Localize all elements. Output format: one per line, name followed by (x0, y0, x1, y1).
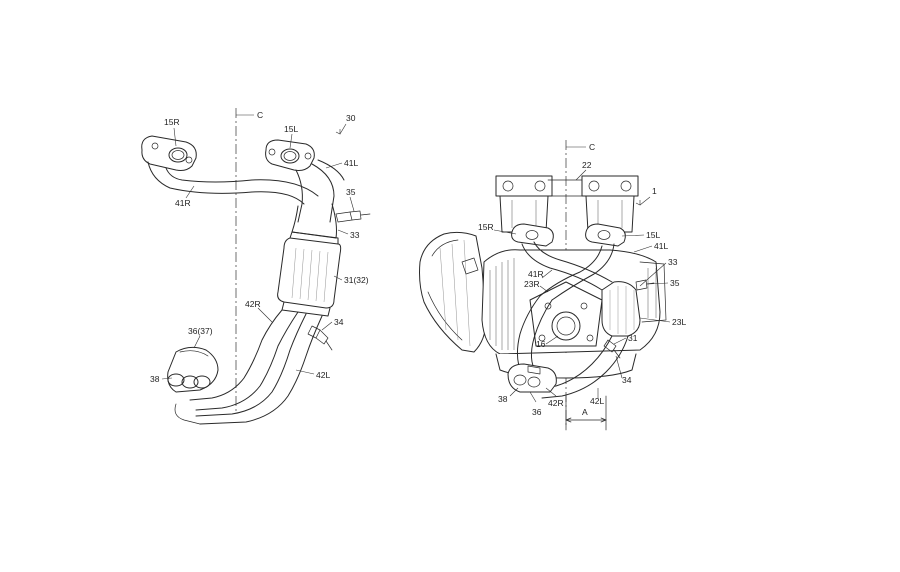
pipe-41l (295, 159, 345, 223)
label-a-dimension: A (582, 407, 588, 417)
engine-block-22 (495, 175, 639, 233)
label-34-left: 34 (334, 317, 344, 327)
pipe-41r-engine (521, 241, 613, 291)
label-41l-left: 41L (344, 158, 358, 168)
label-34-right: 34 (622, 375, 632, 385)
label-41r-left: 41R (175, 198, 191, 208)
label-15r-left: 15R (164, 117, 180, 127)
label-36-right: 36 (532, 407, 542, 417)
flange-15l (265, 139, 315, 171)
label-38-left: 38 (150, 374, 160, 384)
label-33-left: 33 (350, 230, 360, 240)
label-42l-right: 42L (590, 396, 604, 406)
label-1: 1 (652, 186, 657, 196)
label-15r-right: 15R (478, 222, 494, 232)
label-38-right: 38 (498, 394, 508, 404)
label-31-32-left: 31(32) (344, 275, 369, 285)
muffler-36 (167, 346, 219, 393)
figure-right-engine-assembly: C 22 1 15R 15L 41L 33 35 41R 23R 23L 31 … (419, 140, 686, 431)
label-center-c-right: C (589, 142, 595, 152)
pipe-42r (189, 309, 299, 411)
label-42r-left: 42R (245, 299, 261, 309)
front-cover-16 (529, 281, 603, 347)
label-23l: 23L (672, 317, 686, 327)
label-41r-right: 41R (528, 269, 544, 279)
label-36-37-left: 36(37) (188, 326, 213, 336)
label-31-right: 31 (628, 333, 638, 343)
label-33-right: 33 (668, 257, 678, 267)
radiator-shroud (419, 231, 487, 353)
label-35-right: 35 (670, 278, 680, 288)
label-41l-right: 41L (654, 241, 668, 251)
label-15l-right: 15L (646, 230, 660, 240)
label-35-left: 35 (346, 187, 356, 197)
label-30: 30 (346, 113, 356, 123)
sensor-34 (307, 325, 333, 351)
pipe-41r (147, 161, 319, 205)
converter-33-engine (601, 281, 641, 337)
leader-lines-left (161, 123, 355, 380)
label-42l-left: 42L (316, 370, 330, 380)
label-23r: 23R (524, 279, 540, 289)
label-center-c-left: C (257, 110, 263, 120)
flange-15r-engine (511, 223, 554, 247)
flange-15r (141, 135, 197, 171)
label-42r-right: 42R (548, 398, 564, 408)
label-16: 16 (536, 339, 546, 349)
pipe-42l (174, 313, 323, 425)
label-22: 22 (582, 160, 592, 170)
catalytic-converter-31 (277, 231, 342, 317)
sensor-35 (335, 210, 371, 223)
figure-left-exhaust-assembly: 30 C 15R 15L 41L 41R 35 33 31(32) 42R 34… (141, 108, 371, 425)
flange-15l-engine (585, 223, 626, 247)
dimension-a (565, 395, 607, 431)
leader-lines-right (493, 169, 671, 403)
pipe-41l-engine (539, 243, 615, 301)
muffler-36-engine (507, 363, 557, 393)
label-15l-left: 15L (284, 124, 298, 134)
